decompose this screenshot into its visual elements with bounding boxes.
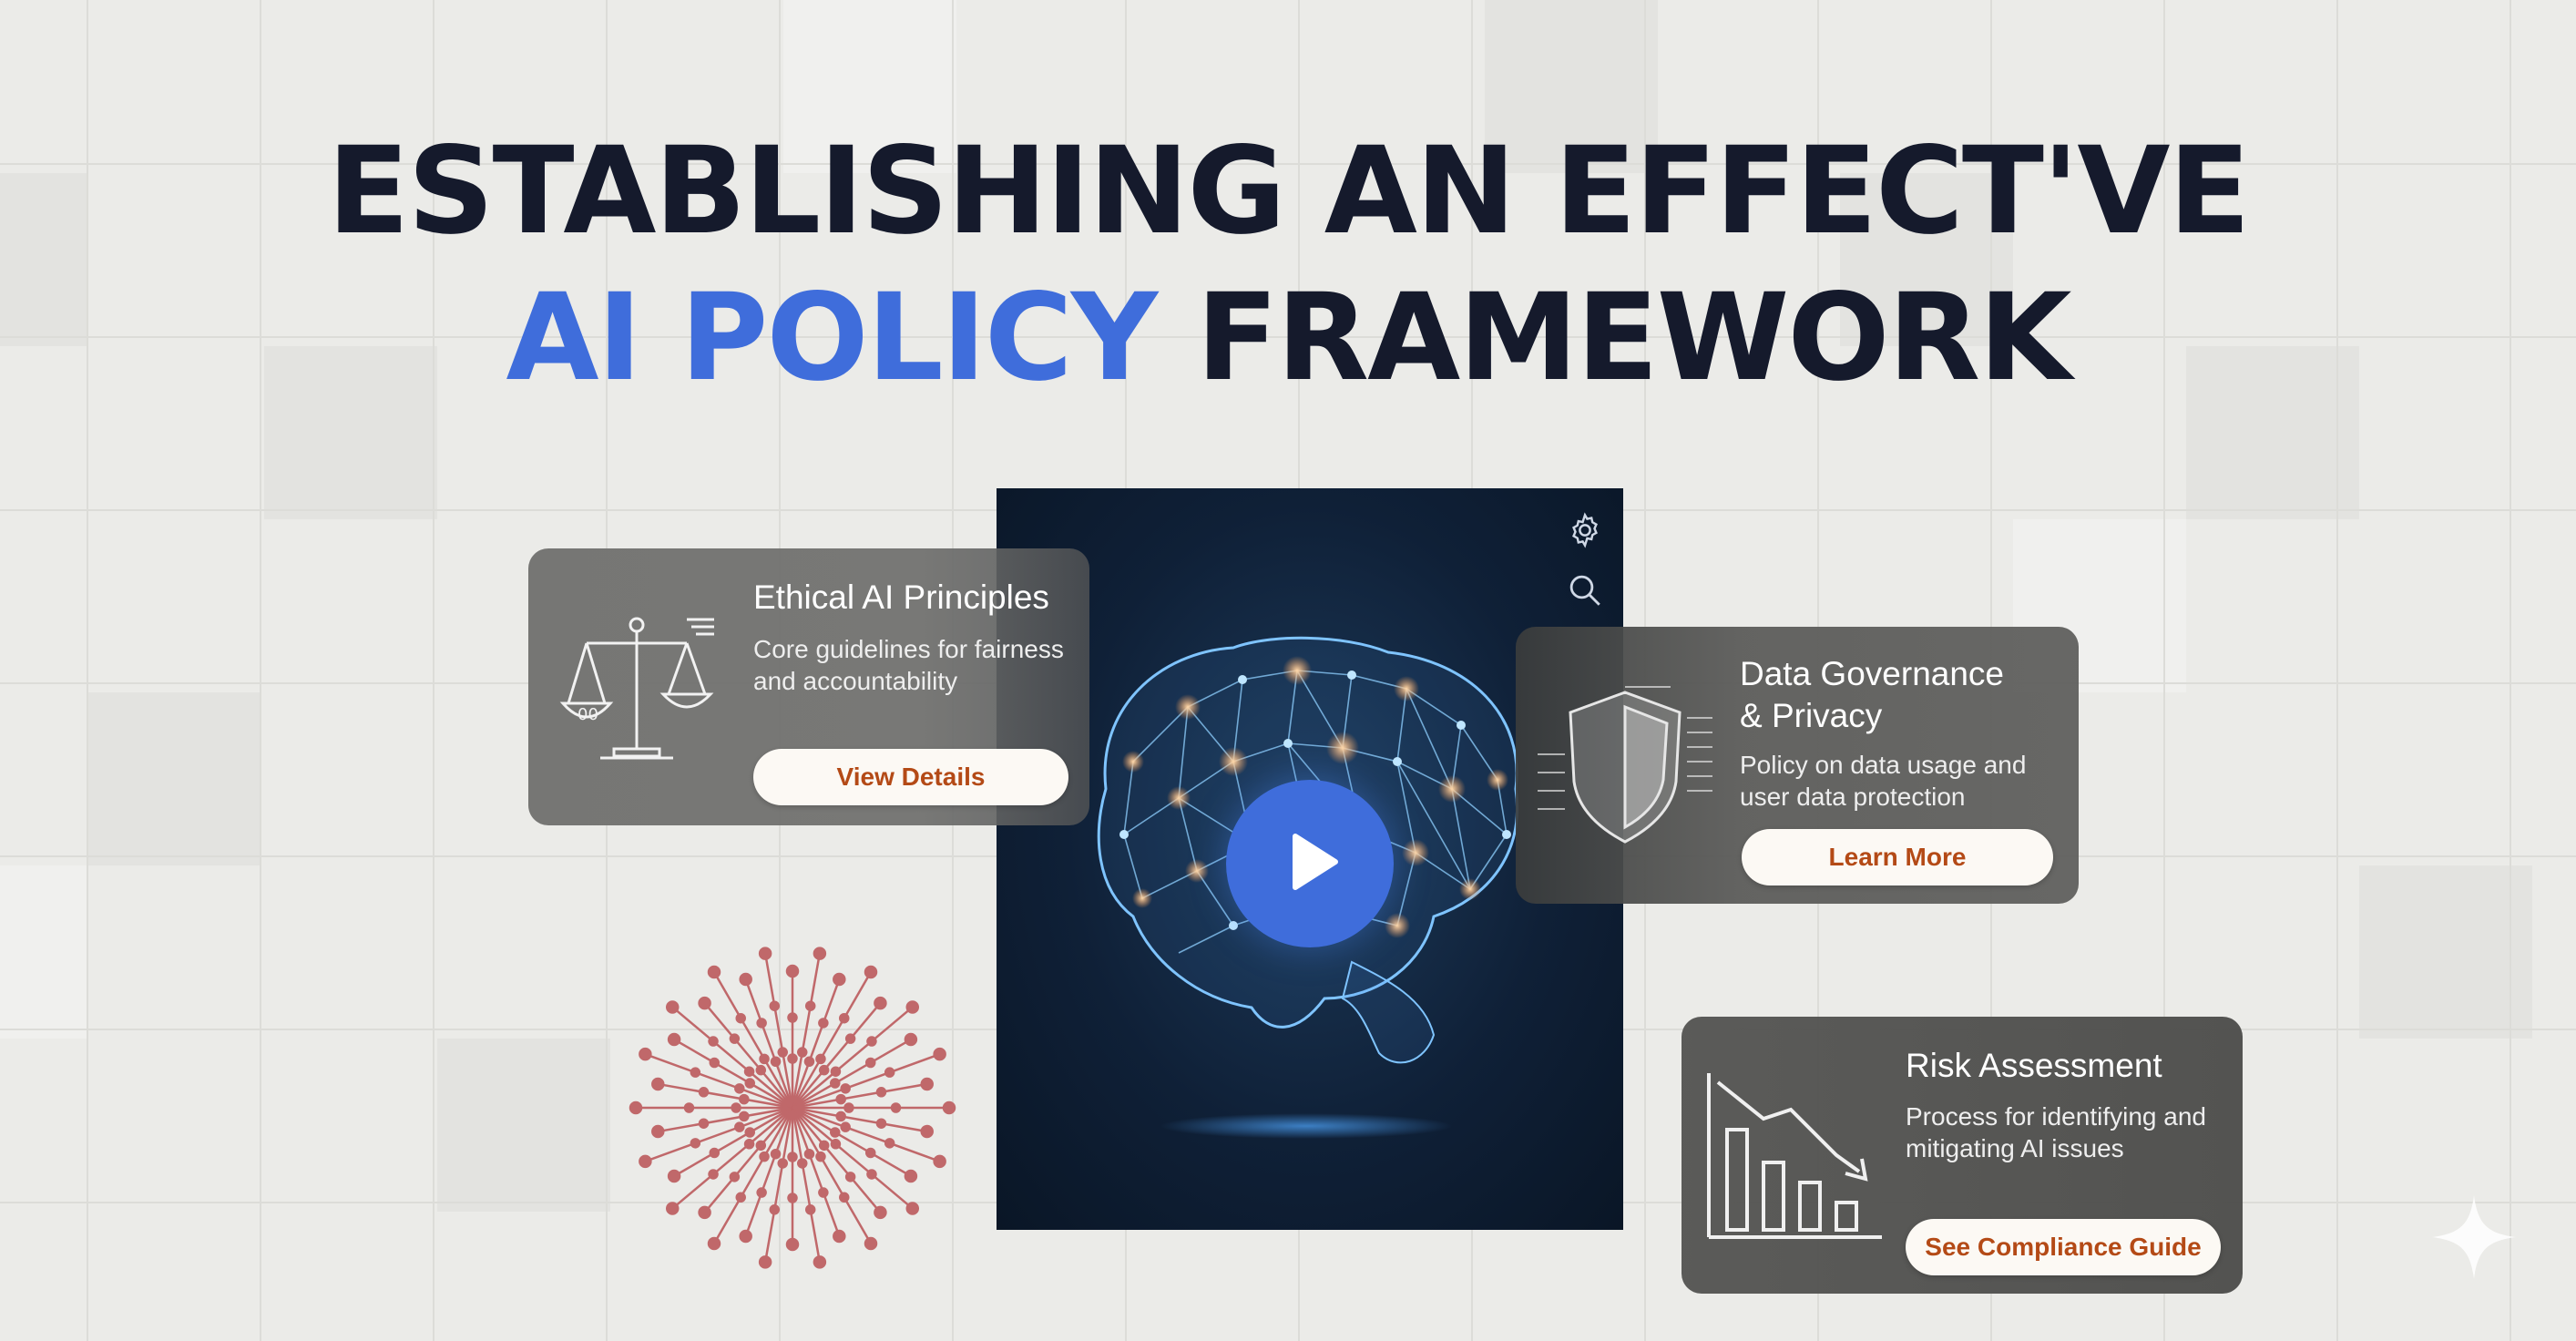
shield-icon [1538,686,1712,844]
learn-more-button[interactable]: Learn More [1742,829,2053,885]
view-details-button[interactable]: View Details [753,749,1068,805]
radial-burst-decoration [629,947,956,1269]
card-description-line2: mitigating AI issues [1906,1134,2124,1162]
card-title: Risk Assessment [1906,1047,2162,1084]
title-rest: FRAMEWORK [1156,268,2071,408]
card-title-line2: & Privacy [1740,697,1883,734]
declining-chart-icon [1707,1073,1882,1239]
card-description-line1: Policy on data usage and [1740,751,2027,779]
sparkle-icon [2432,1195,2516,1279]
gear-icon[interactable] [1561,507,1609,554]
card-risk-assessment: Risk Assessment Process for identifying … [1682,1017,2243,1294]
scales-of-justice-icon: 00 [559,617,714,760]
play-icon [1273,825,1346,903]
card-description-line1: Process for identifying and [1906,1102,2206,1131]
card-description-line2: user data protection [1740,783,1966,811]
see-compliance-guide-button[interactable]: See Compliance Guide [1906,1219,2221,1275]
card-title-line1: Data Governance [1740,655,2005,692]
title-accent: AI POLICY [506,268,1158,408]
card-description-line1: Core guidelines for fairness [753,635,1064,663]
page-title-line2: AI POLICY FRAMEWORK [0,270,2576,406]
page-title-line1: ESTABLISHING AN EFFECT'VE [327,121,2250,261]
card-title: Ethical AI Principles [753,578,1049,616]
card-ethical-ai-principles: 00 Ethical AI Principles Core guidelines… [528,548,1089,825]
play-button[interactable] [1226,780,1394,947]
card-data-governance-privacy: Data Governance & Privacy Policy on data… [1516,627,2079,904]
svg-text:00: 00 [578,705,598,724]
card-description-line2: and accountability [753,667,958,695]
search-icon[interactable] [1561,567,1609,614]
